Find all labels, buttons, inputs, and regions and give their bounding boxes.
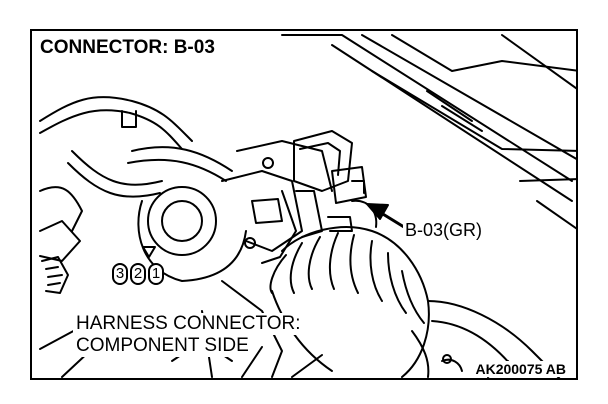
callout-arrow xyxy=(366,203,406,229)
connector-assembly xyxy=(261,130,378,264)
connector-title: CONNECTOR: B-03 xyxy=(38,37,218,59)
throttle-body xyxy=(137,140,333,282)
harness-label-line1: HARNESS CONNECTOR: xyxy=(73,313,304,335)
connector-callout-label: B-03(GR) xyxy=(403,220,485,240)
intake-hose xyxy=(269,226,561,378)
pin-1: 1 xyxy=(148,263,164,285)
pin-marker-triangle xyxy=(142,246,156,258)
pipe-lines xyxy=(39,96,233,262)
body-panel-lines xyxy=(281,34,576,230)
pin-2: 2 xyxy=(130,263,146,285)
diagram-frame: CONNECTOR: B-03 B-03(GR) 3 2 1 HARNESS C… xyxy=(30,29,578,380)
pin-3: 3 xyxy=(112,263,128,285)
harness-label-line2: COMPONENT SIDE xyxy=(73,335,252,357)
image-code: AK200075 AB xyxy=(473,361,568,377)
harness-connector-label: HARNESS CONNECTOR: COMPONENT SIDE xyxy=(73,313,304,357)
